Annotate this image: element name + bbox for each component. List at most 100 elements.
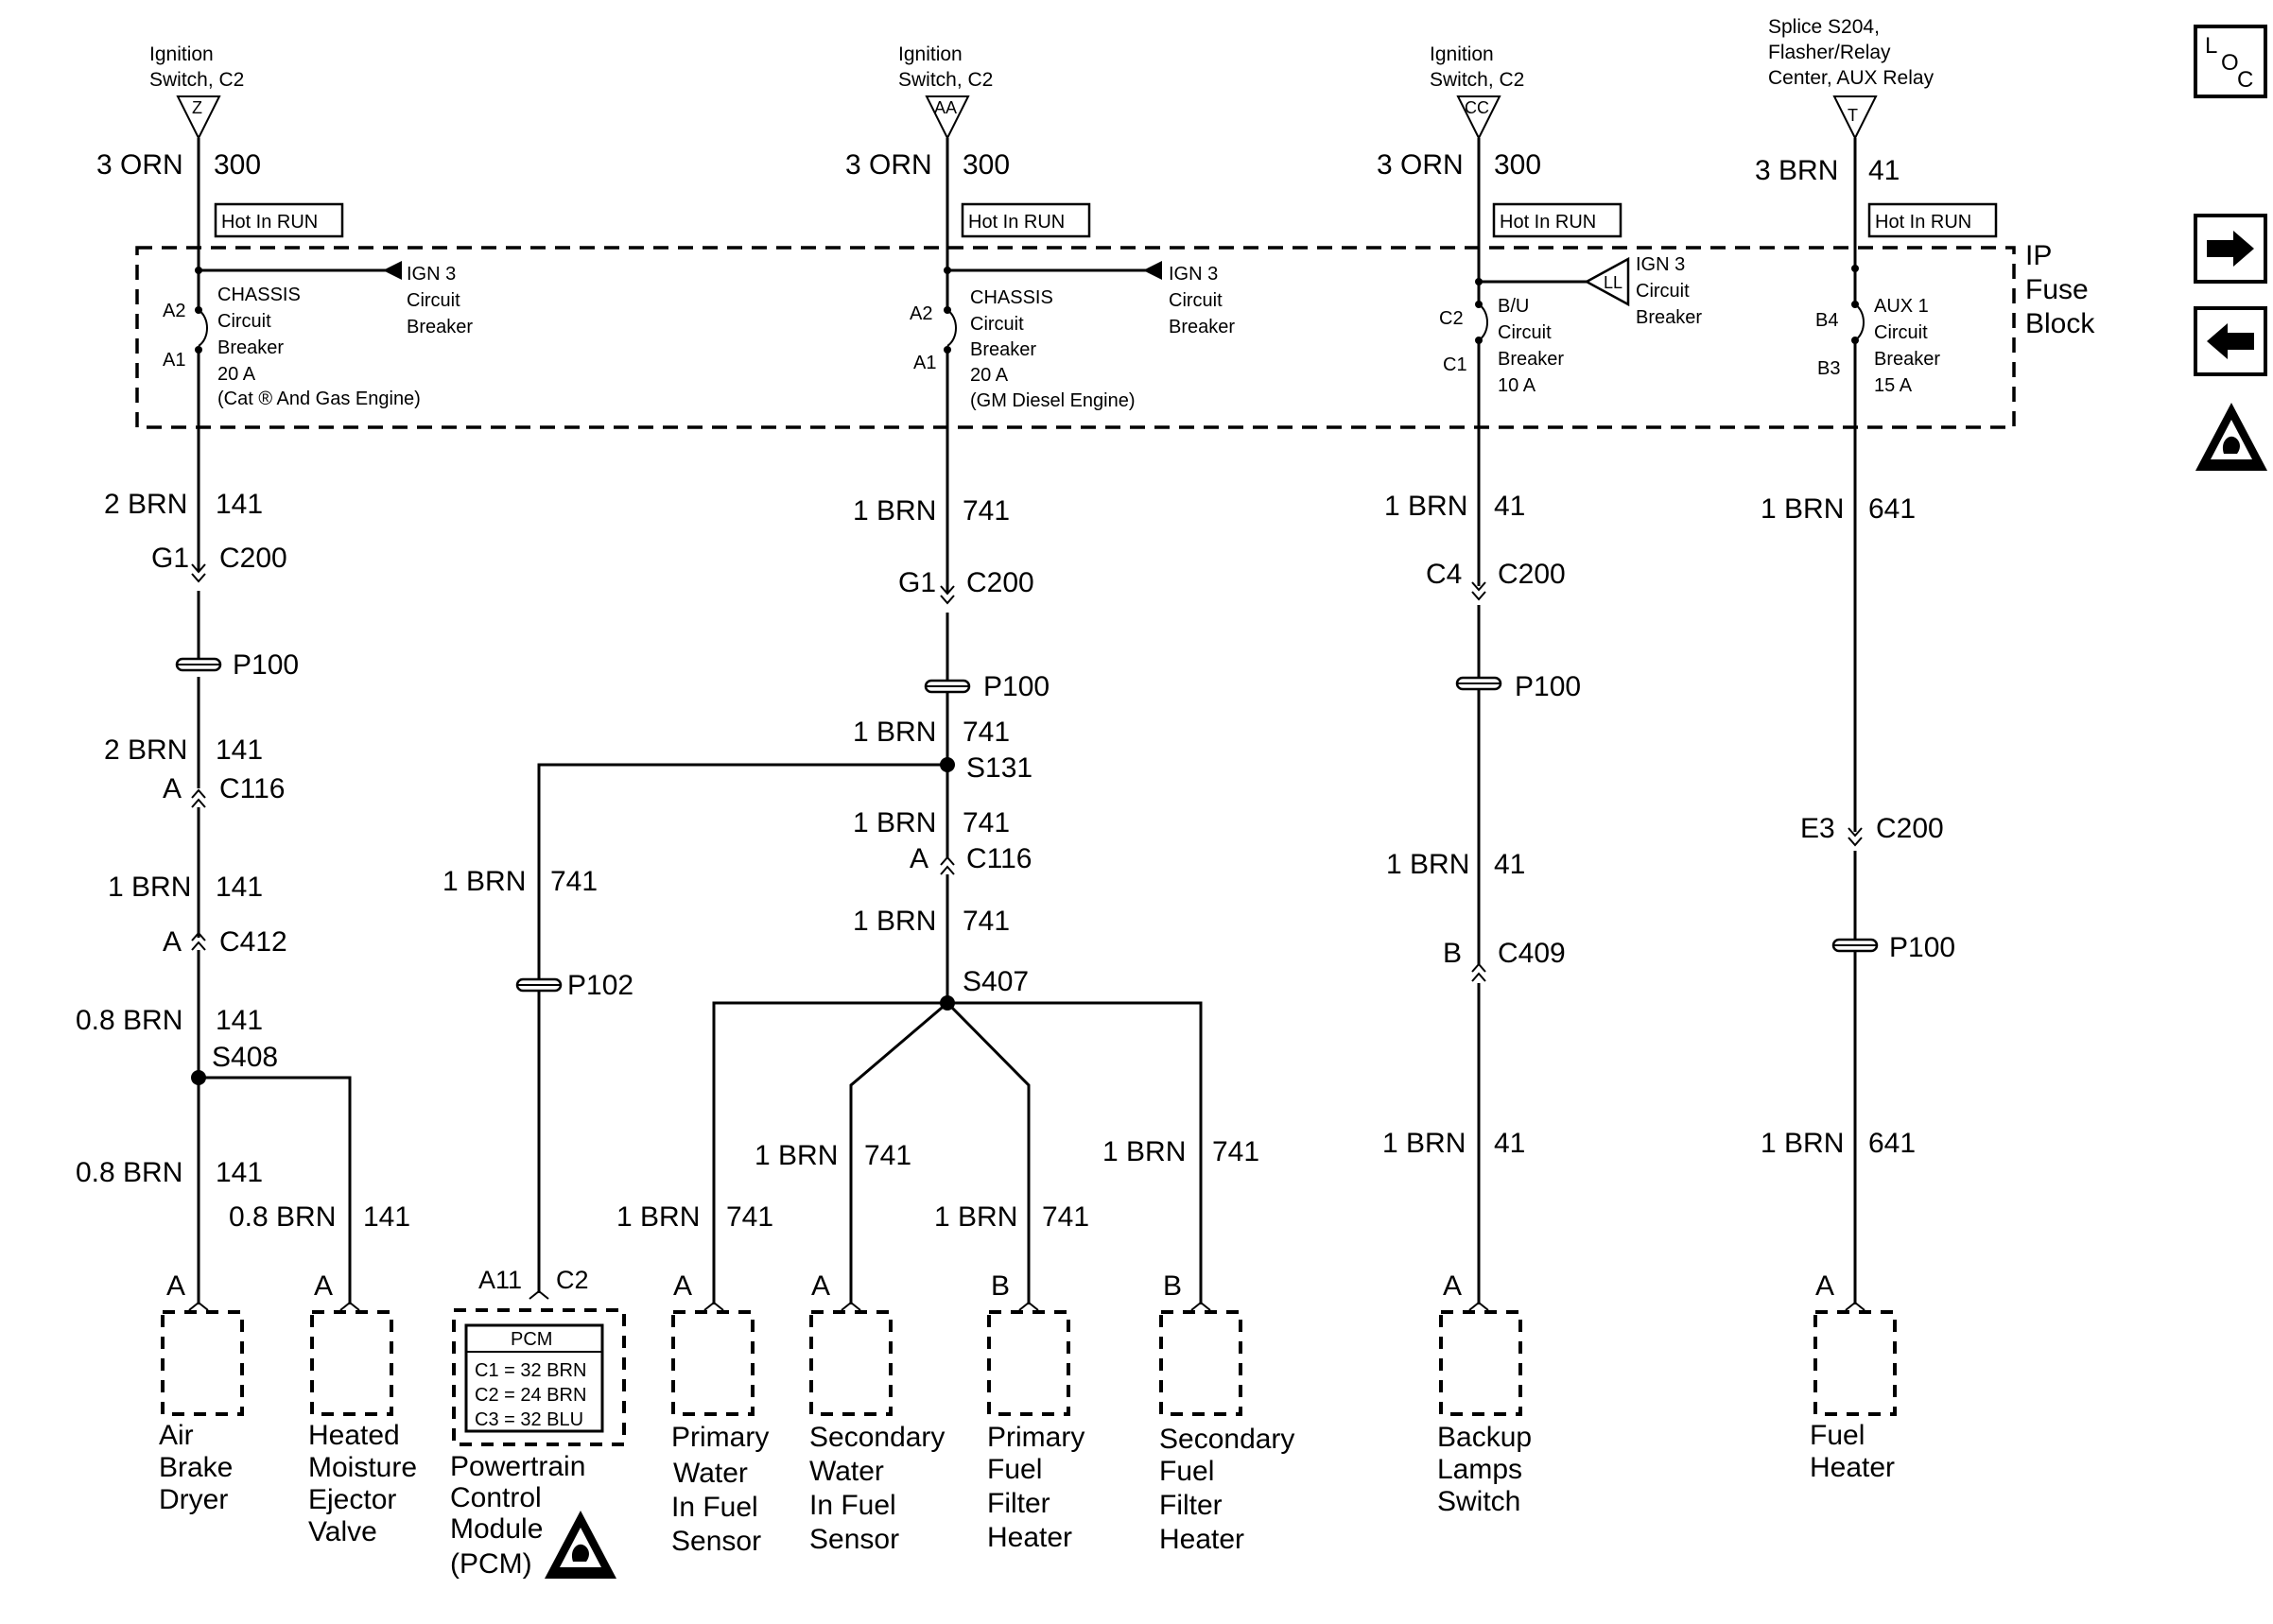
svg-text:Water: Water bbox=[809, 1456, 884, 1487]
svg-text:P100: P100 bbox=[983, 671, 1050, 702]
esd-icon bbox=[2195, 403, 2267, 471]
svg-text:A: A bbox=[163, 926, 182, 958]
svg-text:141: 141 bbox=[216, 872, 263, 903]
svg-text:B4: B4 bbox=[1815, 310, 1838, 331]
svg-text:3 ORN: 3 ORN bbox=[845, 149, 932, 181]
svg-text:LL: LL bbox=[1604, 273, 1622, 292]
svg-text:Lamps: Lamps bbox=[1437, 1454, 1522, 1485]
prev-page-button[interactable] bbox=[2194, 306, 2267, 376]
svg-text:Dryer: Dryer bbox=[159, 1484, 228, 1515]
svg-text:741: 741 bbox=[726, 1201, 773, 1233]
arrow-left-icon bbox=[2207, 323, 2254, 359]
source-4: Splice S204, Flasher/Relay Center, AUX R… bbox=[1768, 16, 1935, 141]
svg-text:G1: G1 bbox=[898, 567, 936, 598]
svg-text:Circuit: Circuit bbox=[1498, 322, 1552, 343]
svg-text:3 ORN: 3 ORN bbox=[1377, 149, 1464, 181]
svg-text:S408: S408 bbox=[212, 1042, 278, 1073]
svg-text:Heater: Heater bbox=[1159, 1524, 1244, 1555]
svg-text:C2 = 24 BRN: C2 = 24 BRN bbox=[475, 1385, 586, 1406]
svg-text:AUX 1: AUX 1 bbox=[1874, 296, 1929, 317]
svg-text:C200: C200 bbox=[219, 543, 287, 574]
svg-text:1 BRN: 1 BRN bbox=[442, 866, 526, 897]
svg-text:300: 300 bbox=[1494, 149, 1541, 181]
svg-text:Breaker: Breaker bbox=[407, 317, 473, 337]
svg-text:1 BRN: 1 BRN bbox=[1761, 1128, 1844, 1159]
esd-warning-icon bbox=[545, 1511, 616, 1579]
svg-text:(Cat ® And Gas Engine): (Cat ® And Gas Engine) bbox=[217, 389, 421, 409]
column-2-labels: 1 BRN 741 G1 C200 P100 1 BRN 741 S131 1 … bbox=[442, 495, 1259, 1233]
svg-text:Control: Control bbox=[450, 1482, 542, 1513]
svg-text:0.8 BRN: 0.8 BRN bbox=[76, 1005, 182, 1036]
breaker-2: A2 A1 CHASSIS Circuit Breaker 20 A (GM D… bbox=[910, 264, 1235, 411]
svg-text:P100: P100 bbox=[233, 649, 299, 681]
svg-text:741: 741 bbox=[864, 1140, 911, 1171]
svg-text:Circuit: Circuit bbox=[407, 290, 460, 311]
component-primary-water-in-fuel-sensor: A Primary Water In Fuel Sensor bbox=[671, 1270, 769, 1557]
svg-text:41: 41 bbox=[1494, 849, 1525, 880]
svg-text:15 A: 15 A bbox=[1874, 375, 1913, 396]
arrow-right-icon bbox=[2207, 231, 2254, 267]
svg-text:P100: P100 bbox=[1889, 932, 1955, 963]
svg-text:A: A bbox=[673, 1270, 692, 1302]
source-2: Ignition Switch, C2 AA bbox=[898, 43, 993, 141]
svg-text:Brake: Brake bbox=[159, 1452, 233, 1483]
svg-text:A: A bbox=[166, 1270, 185, 1302]
svg-text:A: A bbox=[910, 843, 928, 874]
svg-text:B3: B3 bbox=[1817, 358, 1840, 379]
svg-text:B: B bbox=[1163, 1270, 1182, 1302]
svg-text:141: 141 bbox=[363, 1201, 410, 1233]
next-page-button[interactable] bbox=[2194, 214, 2267, 284]
svg-text:Primary: Primary bbox=[987, 1422, 1084, 1453]
svg-text:2 BRN: 2 BRN bbox=[104, 734, 187, 766]
ip-fuse-block-label: IP Fuse Block bbox=[2025, 240, 2095, 339]
svg-text:1 BRN: 1 BRN bbox=[1761, 493, 1844, 525]
svg-text:741: 741 bbox=[550, 866, 598, 897]
svg-text:L: L bbox=[2205, 33, 2217, 59]
svg-text:141: 141 bbox=[216, 1157, 263, 1188]
svg-text:Circuit: Circuit bbox=[970, 314, 1024, 335]
svg-text:Backup: Backup bbox=[1437, 1422, 1532, 1453]
ip-fuse-block-outline bbox=[135, 246, 2016, 429]
svg-text:20 A: 20 A bbox=[970, 365, 1009, 386]
svg-text:A: A bbox=[163, 773, 182, 804]
svg-text:A: A bbox=[1815, 1270, 1834, 1302]
svg-text:CHASSIS: CHASSIS bbox=[217, 285, 301, 305]
svg-text:0.8 BRN: 0.8 BRN bbox=[229, 1201, 336, 1233]
svg-text:1 BRN: 1 BRN bbox=[853, 807, 936, 838]
svg-text:G1: G1 bbox=[151, 543, 189, 574]
svg-text:Switch: Switch bbox=[1437, 1486, 1520, 1517]
breaker-1: A2 A1 CHASSIS Circuit Breaker 20 A (Cat … bbox=[163, 264, 473, 409]
column-4-wiring bbox=[1831, 138, 1879, 1304]
svg-text:Hot In RUN: Hot In RUN bbox=[968, 212, 1065, 233]
svg-text:C116: C116 bbox=[219, 773, 286, 804]
component-primary-fuel-filter-heater: B Primary Fuel Filter Heater bbox=[987, 1270, 1084, 1553]
svg-text:Sensor: Sensor bbox=[671, 1526, 761, 1557]
svg-text:20 A: 20 A bbox=[217, 364, 256, 385]
svg-text:A2: A2 bbox=[163, 301, 185, 321]
top-wire-labels: 3 ORN 300 3 ORN 300 3 ORN 300 3 BRN 41 bbox=[96, 149, 1900, 186]
svg-text:A: A bbox=[811, 1270, 830, 1302]
svg-text:Flasher/Relay: Flasher/Relay bbox=[1768, 42, 1891, 63]
svg-text:C412: C412 bbox=[219, 926, 287, 958]
column-3-labels: 1 BRN 41 C4 C200 P100 1 BRN 41 B C409 1 … bbox=[1382, 491, 1581, 1159]
svg-text:C4: C4 bbox=[1426, 559, 1462, 590]
svg-text:Valve: Valve bbox=[308, 1516, 377, 1547]
column-1-labels: 2 BRN 141 G1 C200 P100 2 BRN 141 A C116 … bbox=[76, 489, 410, 1233]
svg-text:41: 41 bbox=[1868, 155, 1900, 186]
svg-text:C2: C2 bbox=[556, 1266, 589, 1294]
svg-text:Sensor: Sensor bbox=[809, 1524, 899, 1555]
column-4-labels: 1 BRN 641 E3 C200 P100 1 BRN 641 bbox=[1761, 493, 1955, 1159]
svg-text:1 BRN: 1 BRN bbox=[755, 1140, 838, 1171]
svg-text:IGN 3: IGN 3 bbox=[1169, 264, 1218, 285]
svg-text:1 BRN: 1 BRN bbox=[853, 717, 936, 748]
svg-text:B: B bbox=[1443, 938, 1462, 969]
svg-text:(PCM): (PCM) bbox=[450, 1548, 532, 1580]
svg-text:141: 141 bbox=[216, 734, 263, 766]
component-fuel-heater: A Fuel Heater bbox=[1810, 1270, 1897, 1483]
svg-text:741: 741 bbox=[963, 717, 1010, 748]
svg-text:Ignition: Ignition bbox=[898, 43, 963, 65]
svg-text:41: 41 bbox=[1494, 1128, 1525, 1159]
loc-icon[interactable]: L O C bbox=[2194, 25, 2267, 98]
svg-text:Ignition: Ignition bbox=[1430, 43, 1494, 65]
